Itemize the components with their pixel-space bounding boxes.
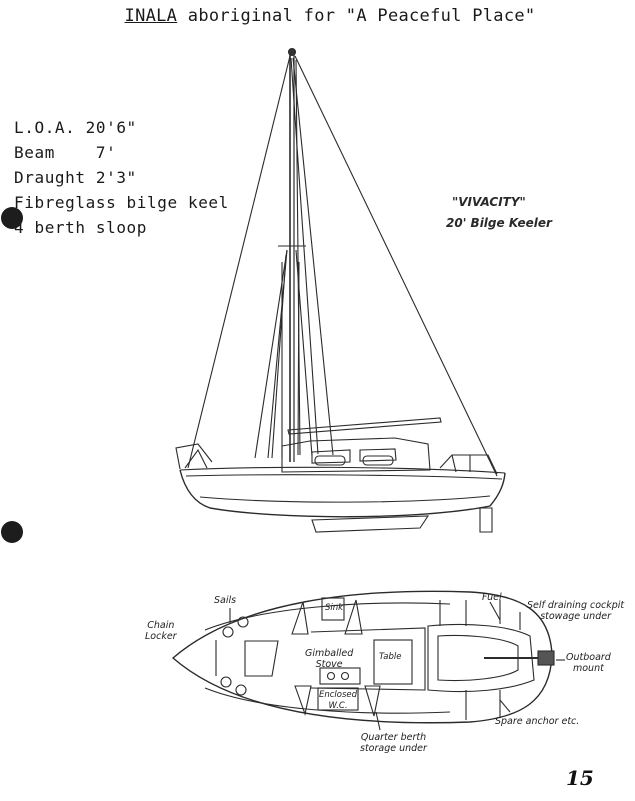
label-sink: Sink bbox=[325, 603, 344, 613]
label-table: Table bbox=[379, 652, 402, 662]
page-title: INALA aboriginal for "A Peaceful Place" bbox=[0, 6, 635, 26]
label-spare-anchor: Spare anchor etc. bbox=[495, 716, 580, 727]
label-fuel: Fuel bbox=[482, 592, 502, 603]
label-outboard-mount: Outboard mount bbox=[566, 652, 611, 674]
spec-draught: Draught 2'3" bbox=[14, 168, 137, 187]
binder-hole-bottom bbox=[1, 521, 23, 543]
label-chain-locker: Chain Locker bbox=[145, 620, 177, 642]
label-enclosed-wc: Enclosed W.C. bbox=[319, 690, 358, 711]
binder-hole-top bbox=[1, 207, 23, 229]
boat-name-caption: "VIVACITY" bbox=[452, 195, 526, 209]
label-self-draining-cockpit: Self draining cockpit stowage under bbox=[527, 600, 625, 622]
spec-berth: 4 berth sloop bbox=[14, 218, 148, 237]
boat-name: INALA bbox=[124, 6, 178, 26]
label-sails: Sails bbox=[214, 595, 237, 606]
spec-hull: Fibreglass bilge keel bbox=[14, 193, 229, 212]
boat-name-meaning: aboriginal for "A Peaceful Place" bbox=[187, 6, 536, 26]
page-number: 15 bbox=[566, 766, 594, 790]
specifications-list: L.O.A. 20'6" Beam 7' Draught 2'3" Fibreg… bbox=[14, 115, 229, 240]
label-gimballed-stove: Gimballed Stove bbox=[305, 648, 354, 670]
label-quarter-berth: Quarter berth storage under bbox=[360, 732, 427, 754]
spec-beam: Beam 7' bbox=[14, 143, 117, 162]
spec-loa: L.O.A. 20'6" bbox=[14, 118, 137, 137]
boat-description-caption: 20' Bilge Keeler bbox=[446, 216, 552, 230]
